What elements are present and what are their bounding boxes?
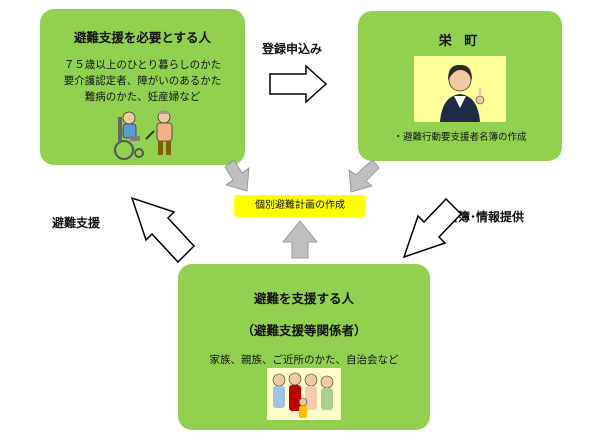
connector-from-city <box>349 160 379 192</box>
roster-provision-arrow <box>404 199 461 257</box>
evacuation-support-arrow <box>132 198 194 262</box>
register-arrow <box>270 66 326 102</box>
connector-from-supporters <box>283 221 317 258</box>
connector-from-needs <box>225 160 249 191</box>
